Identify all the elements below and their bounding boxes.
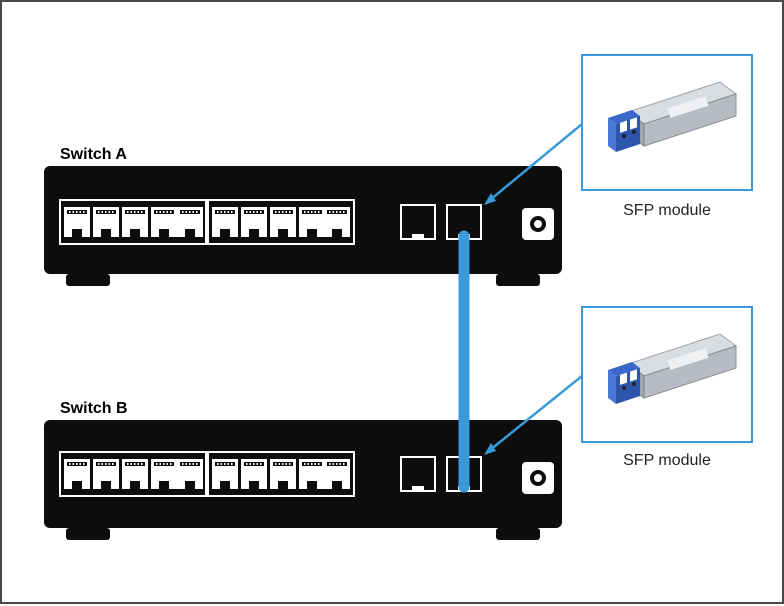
switch-a-foot-right (496, 274, 540, 286)
sfp-slot-icon[interactable] (400, 204, 436, 240)
callout-line (489, 375, 583, 451)
switch-b-foot-right (496, 528, 540, 540)
sfp-module-callout-1: SFP module (484, 54, 753, 219)
sfp-module-label: SFP module (623, 452, 711, 469)
switch-b: Switch B (44, 400, 562, 540)
switch-a-label: Switch A (60, 146, 127, 163)
switch-b-foot-left (66, 528, 110, 540)
switch-a: Switch A (44, 146, 562, 286)
switch-a-foot-left (66, 274, 110, 286)
callout-arrowhead (484, 193, 496, 205)
power-button-icon[interactable] (522, 208, 554, 240)
sfp-slot-icon[interactable] (400, 456, 436, 492)
callout-line (489, 123, 583, 201)
switch-b-rj45-group-1 (59, 451, 207, 497)
sfp-module-callout-2: SFP module (484, 306, 753, 469)
switch-b-rj45-group-2 (207, 451, 355, 497)
power-button-icon[interactable] (522, 462, 554, 494)
sfp-module-label: SFP module (623, 202, 711, 219)
switch-a-rj45-group-2 (207, 199, 355, 245)
switch-a-rj45-group-1 (59, 199, 207, 245)
switch-b-label: Switch B (60, 400, 128, 417)
callout-arrowhead (484, 443, 496, 455)
